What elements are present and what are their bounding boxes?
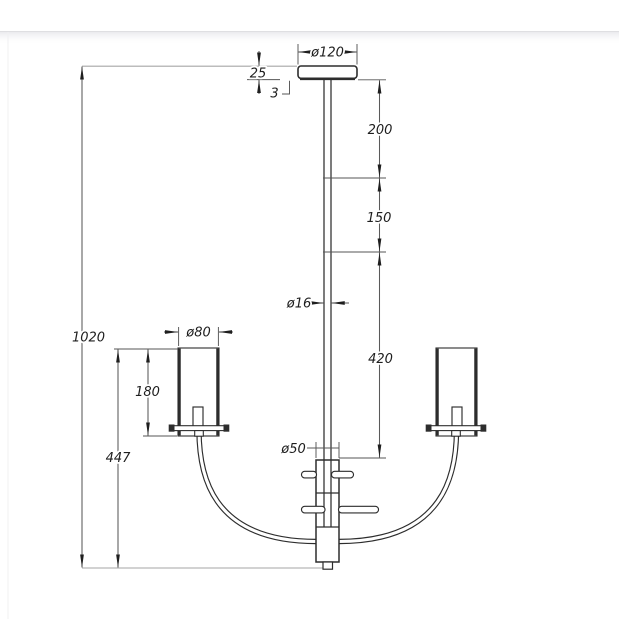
right-shade-assembly bbox=[425, 347, 487, 437]
left-socket-stub bbox=[194, 430, 204, 437]
dim-label-canopy-height: 25 bbox=[250, 67, 267, 82]
dim-label-stem-lower: 420 bbox=[368, 352, 393, 367]
dim-label-stem-upper: 200 bbox=[368, 123, 393, 138]
right-ring-screw-outer bbox=[480, 424, 487, 432]
left-ring-screw-outer bbox=[168, 424, 175, 432]
dimension-lines bbox=[80, 50, 382, 568]
dim-label-stem-middle: 150 bbox=[367, 211, 392, 226]
guide-lines bbox=[82, 65, 323, 569]
right-ring-screw-inner bbox=[425, 424, 432, 432]
extension-lines bbox=[114, 44, 386, 459]
hub-pin-upper-right bbox=[330, 470, 355, 479]
page-top-shadow bbox=[0, 32, 619, 45]
left-shade-ring bbox=[170, 425, 227, 432]
hub-pin-lower-right bbox=[337, 505, 380, 514]
central-hub-assembly bbox=[300, 79, 380, 570]
hub-finial bbox=[322, 561, 334, 570]
hub-pin-upper-left bbox=[300, 470, 318, 479]
right-arm-fill bbox=[338, 429, 459, 544]
dim-label-overall-height: 1020 bbox=[72, 331, 105, 346]
dim-label-plate-thickness: 3 bbox=[270, 87, 278, 102]
canopy-body bbox=[297, 65, 358, 80]
left-ring-screw-inner bbox=[223, 424, 230, 432]
ceiling-canopy bbox=[297, 65, 358, 81]
dim-label-body-section: 447 bbox=[106, 451, 132, 466]
dim-label-canopy-diameter: ø120 bbox=[310, 46, 344, 61]
dim-label-shade-height: 180 bbox=[135, 385, 160, 400]
dim-label-hub-diameter: ø50 bbox=[280, 442, 306, 457]
left-arm-fill bbox=[197, 429, 317, 544]
dimension-labels: ø120 25 3 200 150 ø16 420 ø80 1020 180 4… bbox=[70, 44, 394, 468]
hub-pin-lower-left bbox=[300, 505, 326, 514]
dim-label-stem-diameter: ø16 bbox=[286, 297, 312, 312]
right-socket-stub bbox=[451, 430, 461, 437]
lamp-arms bbox=[196, 429, 460, 545]
right-shade-ring bbox=[428, 425, 485, 432]
leader-plate-thickness bbox=[282, 80, 290, 95]
dim-label-shade-diameter: ø80 bbox=[185, 326, 211, 341]
left-shade-assembly bbox=[168, 347, 230, 437]
